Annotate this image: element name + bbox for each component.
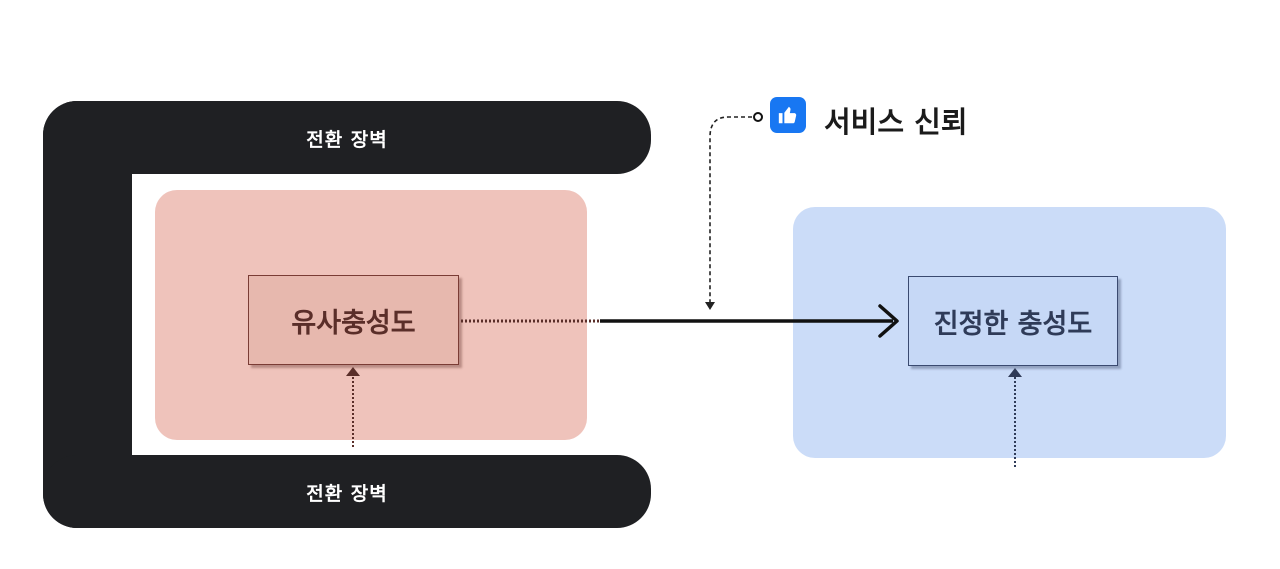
- pseudo-loyalty-box: 유사충성도: [248, 275, 459, 365]
- pseudo-input-arrowhead: [346, 367, 360, 376]
- thumbs-up-glyph: [778, 106, 797, 124]
- thumbs-up-icon: [770, 97, 806, 133]
- barrier-bottom-label: 전환 장벽: [306, 483, 388, 505]
- barrier-top-label: 전환 장벽: [306, 129, 388, 151]
- service-trust-label: 서비스 신뢰: [824, 105, 968, 139]
- trust-connector-dot: [753, 112, 763, 122]
- barrier-left-bar: [43, 140, 132, 490]
- main-arrow-head: [878, 304, 899, 338]
- barrier-top-bar: [43, 101, 651, 174]
- trust-connector-line: [709, 116, 752, 302]
- trust-connector-arrowhead: [705, 302, 715, 310]
- true-input-arrowhead: [1008, 368, 1022, 377]
- barrier-bottom-bar: [43, 455, 651, 528]
- true-loyalty-box: 진정한 충성도: [908, 276, 1118, 366]
